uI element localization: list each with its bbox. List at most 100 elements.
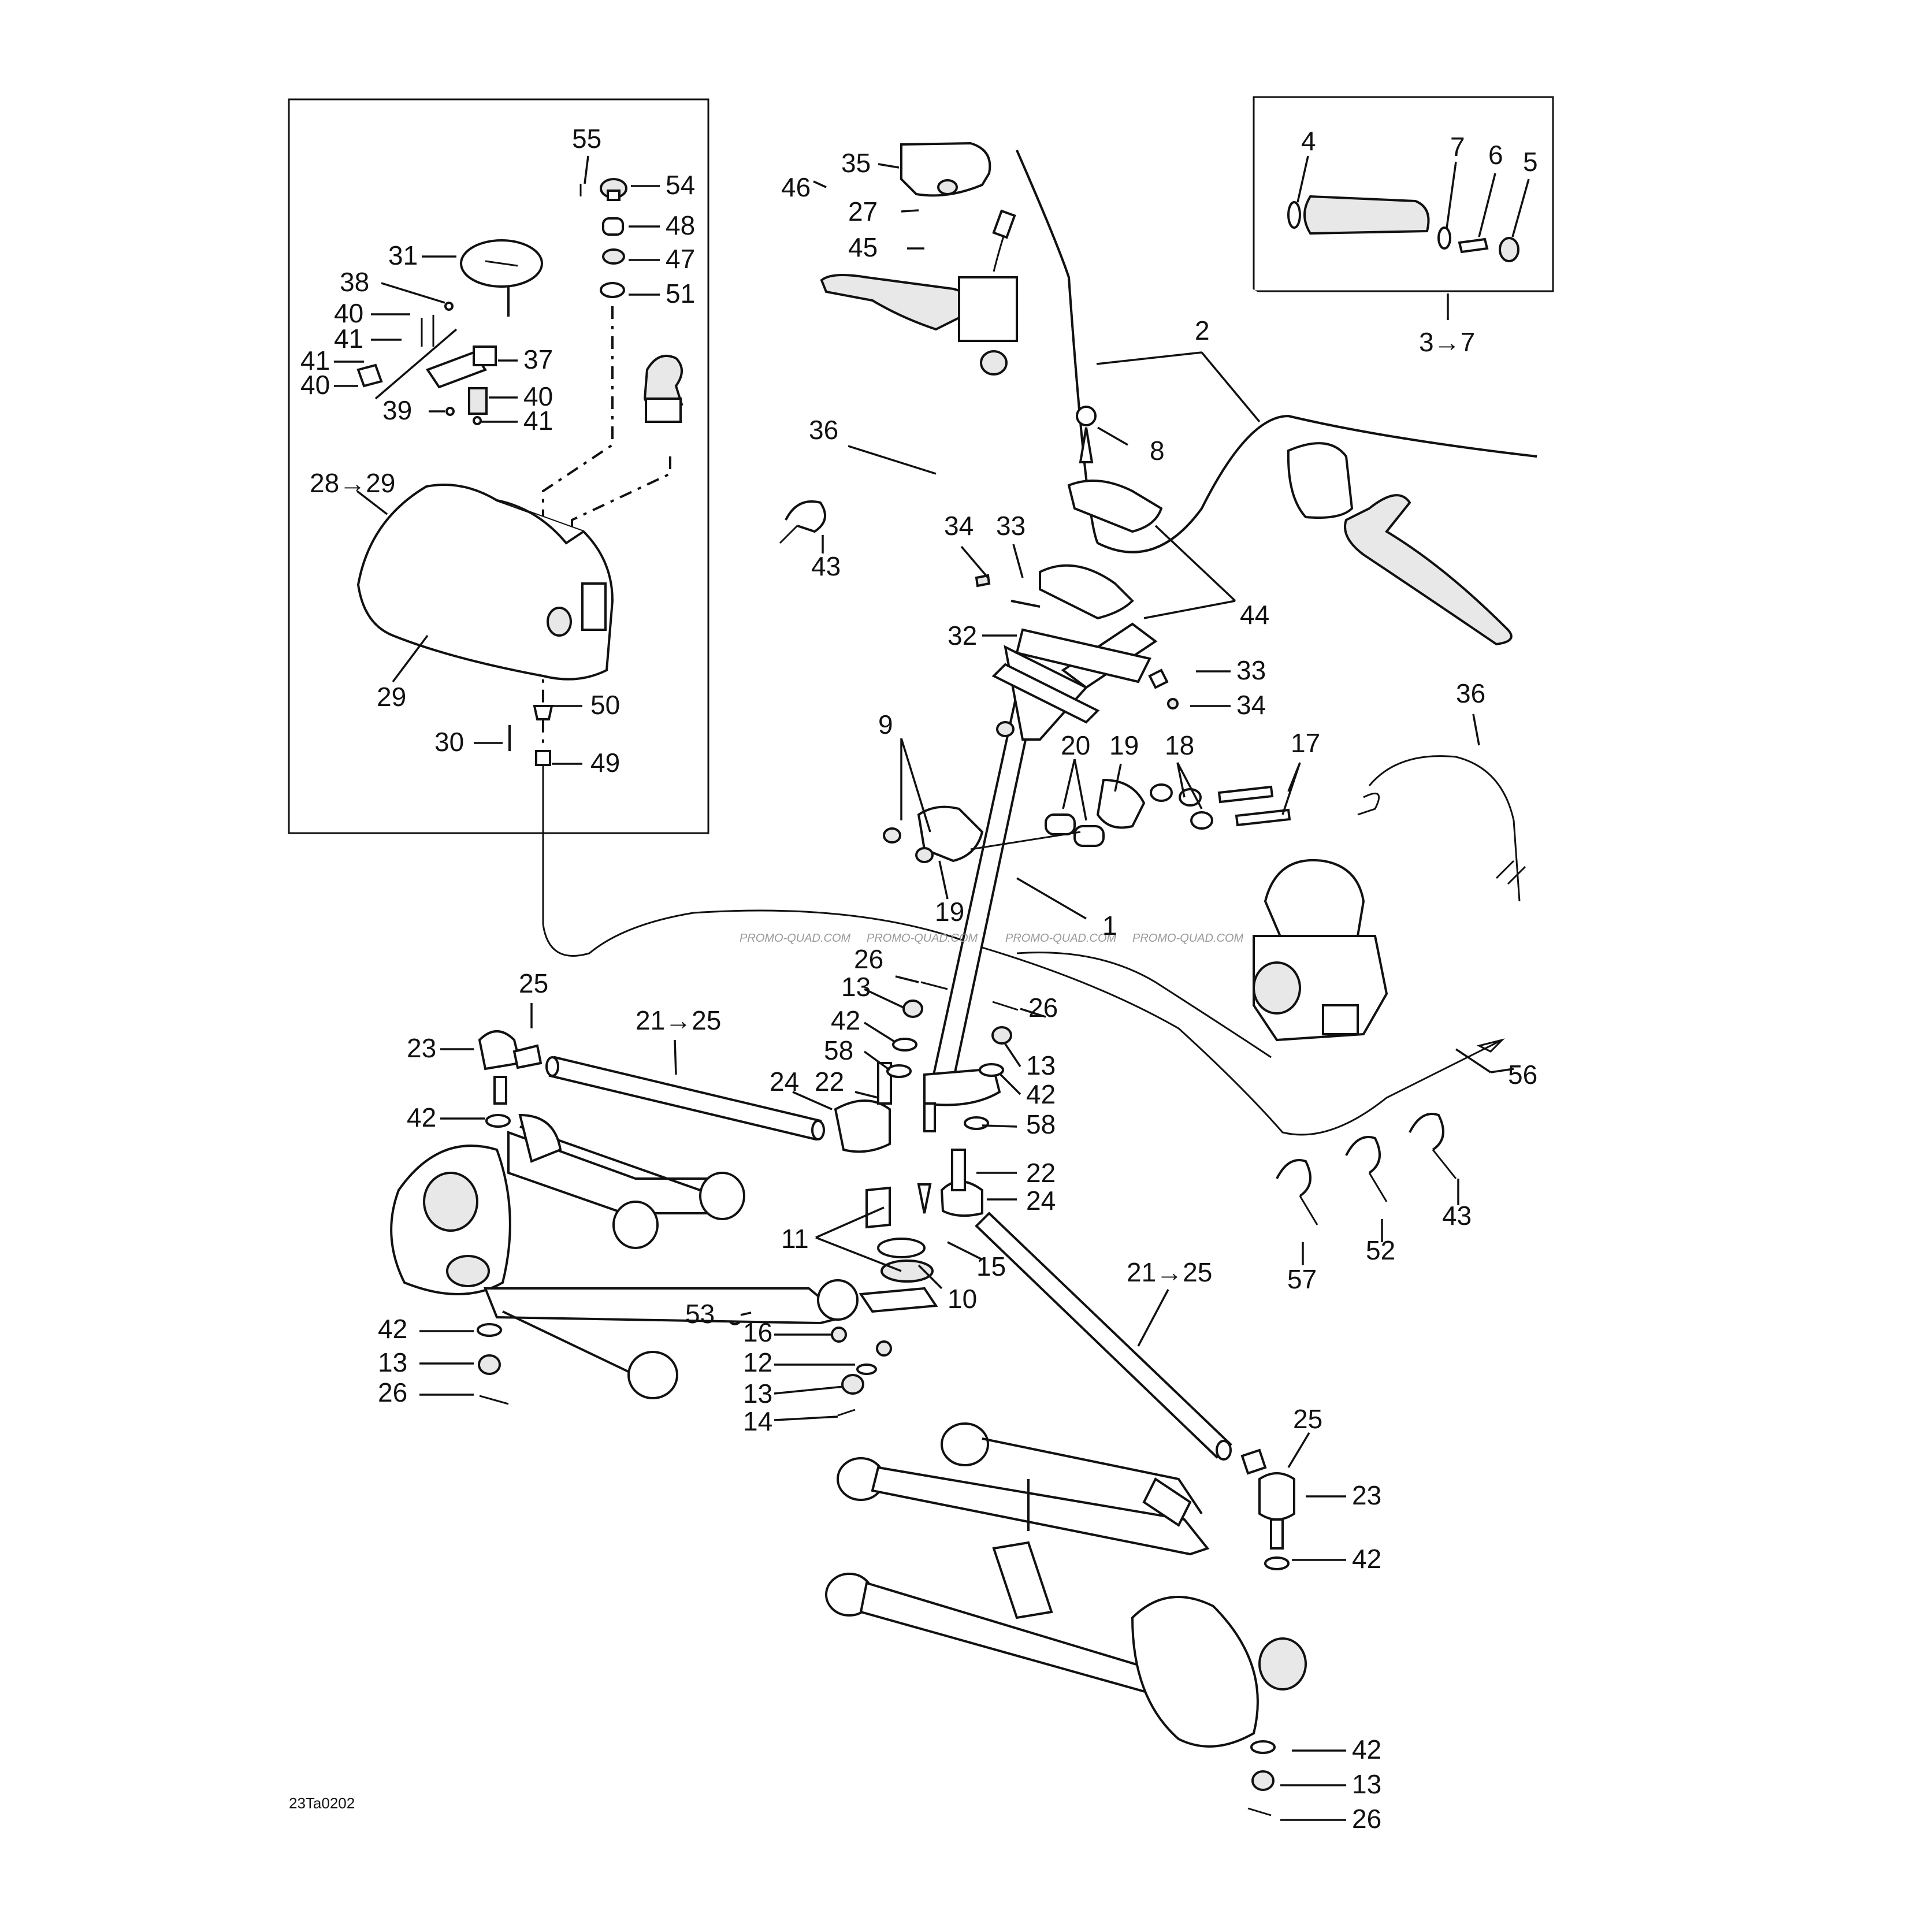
callout-30: 30 xyxy=(434,727,464,757)
callout-42: 42 xyxy=(1026,1079,1056,1109)
grip-parts xyxy=(1287,195,1519,262)
callout-33: 33 xyxy=(1236,655,1266,685)
callout-48: 48 xyxy=(666,210,695,240)
callout-25: 25 xyxy=(519,968,548,998)
callout-8: 8 xyxy=(1150,436,1165,466)
callout-26: 26 xyxy=(1028,993,1058,1023)
callout-42: 42 xyxy=(1352,1734,1381,1764)
callout-52: 52 xyxy=(1366,1235,1395,1265)
callout-17: 17 xyxy=(1291,728,1320,758)
callout-20: 20 xyxy=(1061,730,1090,760)
callout-36: 36 xyxy=(809,415,838,445)
callout-16: 16 xyxy=(743,1317,772,1347)
callout-43: 43 xyxy=(811,551,841,581)
callout-57: 57 xyxy=(1287,1264,1317,1294)
watermark: PROMO-QUAD.COM PROMO-QUAD.COM PROMO-QUAD… xyxy=(740,932,1244,945)
callout-45: 45 xyxy=(848,232,878,262)
callout-14: 14 xyxy=(743,1406,772,1436)
carburetor xyxy=(1253,755,1521,1042)
callout-25: 25 xyxy=(1293,1404,1322,1434)
throttle-cable xyxy=(542,766,1503,1136)
headlight-inset-frame xyxy=(288,98,709,834)
svg-text:PROMO-QUAD.COM: PROMO-QUAD.COM xyxy=(867,932,978,945)
headlight-assembly xyxy=(356,178,683,766)
grip-inset-frame xyxy=(1253,96,1554,292)
callout-26: 26 xyxy=(378,1377,407,1407)
callout-41: 41 xyxy=(523,406,553,436)
callout-28-29: 28→29 xyxy=(310,468,395,498)
left-a-arms xyxy=(390,1113,859,1405)
callout-49: 49 xyxy=(590,748,620,778)
callout-58: 58 xyxy=(1026,1109,1056,1139)
callout-23: 23 xyxy=(407,1033,436,1063)
callout-53: 53 xyxy=(685,1299,715,1329)
callout-13: 13 xyxy=(378,1347,407,1377)
callout-58: 58 xyxy=(824,1035,853,1065)
callout-42: 42 xyxy=(831,1005,860,1035)
steering-column xyxy=(923,622,1158,1106)
callout-9: 9 xyxy=(878,709,893,740)
callout-51: 51 xyxy=(666,278,695,309)
cable-ties xyxy=(779,500,1457,1225)
tie-rods xyxy=(545,1056,1232,1461)
callout-54: 54 xyxy=(666,170,695,200)
callout-21-25: 21→25 xyxy=(636,1005,721,1035)
tie-rod-ends xyxy=(478,1030,1295,1570)
callout-12: 12 xyxy=(743,1347,772,1377)
callout-21-25: 21→25 xyxy=(1127,1257,1212,1287)
callout-29: 29 xyxy=(377,682,406,712)
callout-55: 55 xyxy=(572,124,601,154)
right-controls xyxy=(1287,442,1513,646)
svg-text:PROMO-QUAD.COM: PROMO-QUAD.COM xyxy=(1005,932,1117,945)
svg-text:PROMO-QUAD.COM: PROMO-QUAD.COM xyxy=(1132,932,1244,945)
callout-7: 7 xyxy=(1450,132,1465,162)
callout-47: 47 xyxy=(666,244,695,274)
callout-38: 38 xyxy=(340,267,369,297)
callout-labels: 55 54 48 47 51 31 38 40 41 41 40 37 40 3… xyxy=(300,124,1538,1834)
callout-34: 34 xyxy=(1236,690,1266,720)
callout-56: 56 xyxy=(1508,1060,1537,1090)
svg-text:PROMO-QUAD.COM: PROMO-QUAD.COM xyxy=(740,932,851,945)
left-controls xyxy=(820,142,1018,376)
callout-27: 27 xyxy=(848,196,878,226)
callout-23: 23 xyxy=(1352,1480,1381,1510)
callout-31: 31 xyxy=(388,240,418,270)
callout-42: 42 xyxy=(1352,1544,1381,1574)
callout-19: 19 xyxy=(935,897,964,927)
callout-46: 46 xyxy=(781,172,811,202)
callout-10: 10 xyxy=(948,1284,977,1314)
callout-2: 2 xyxy=(1195,315,1210,345)
callout-13: 13 xyxy=(1352,1769,1381,1799)
leader-lines xyxy=(334,155,1530,1821)
callout-4: 4 xyxy=(1301,126,1316,156)
callout-41: 41 xyxy=(334,324,363,354)
callout-19: 19 xyxy=(1109,730,1139,760)
callout-24: 24 xyxy=(1026,1186,1056,1216)
callout-37: 37 xyxy=(523,344,553,374)
callout-22: 22 xyxy=(1026,1158,1056,1188)
callout-41: 41 xyxy=(300,345,330,376)
callout-13: 13 xyxy=(841,972,871,1002)
callout-34: 34 xyxy=(944,511,974,541)
callout-18: 18 xyxy=(1165,730,1194,760)
callout-43: 43 xyxy=(1442,1201,1472,1231)
callout-32: 32 xyxy=(948,621,977,651)
callout-33: 33 xyxy=(996,511,1026,541)
callout-42: 42 xyxy=(378,1314,407,1344)
callout-5: 5 xyxy=(1523,147,1538,177)
callout-40: 40 xyxy=(300,370,330,400)
callout-35: 35 xyxy=(841,148,871,178)
callout-50: 50 xyxy=(590,690,620,720)
callout-11: 11 xyxy=(781,1224,809,1254)
callout-39: 39 xyxy=(382,395,412,425)
callout-22: 22 xyxy=(815,1067,844,1097)
callout-40: 40 xyxy=(523,381,553,411)
callout-40: 40 xyxy=(334,298,363,328)
headlight-housing xyxy=(356,484,614,681)
column-hardware xyxy=(727,981,1019,1417)
callout-36: 36 xyxy=(1456,678,1485,708)
callout-15: 15 xyxy=(976,1251,1006,1281)
callout-24: 24 xyxy=(770,1067,799,1097)
callout-26: 26 xyxy=(1352,1804,1381,1834)
callout-13: 13 xyxy=(743,1379,772,1409)
